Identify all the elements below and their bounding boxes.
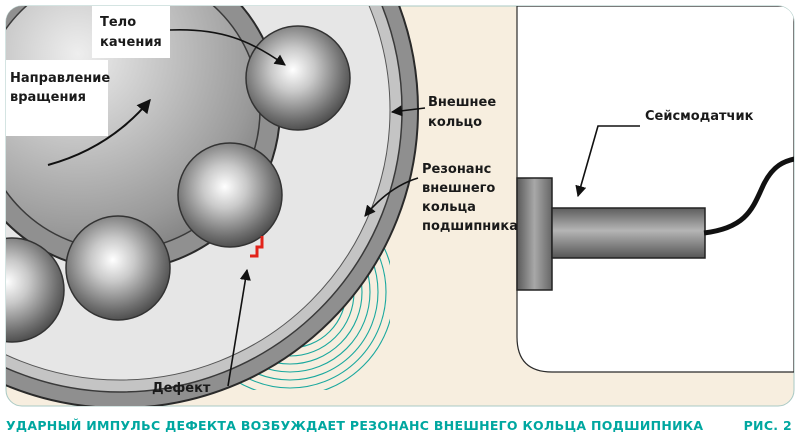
sensor-cable	[703, 155, 794, 236]
defect-mark	[250, 236, 264, 258]
seismic-sensor	[516, 155, 794, 291]
leader-sensor	[575, 125, 640, 198]
label-resonance: Резонанс внешнего кольца подшипника	[422, 162, 518, 234]
figure-number: РИС. 2	[744, 418, 792, 433]
leader-outer-ring	[390, 105, 426, 117]
label-defect: Дефект	[152, 381, 211, 396]
rotation-arrow	[47, 98, 151, 166]
sensor-panel	[516, 6, 794, 373]
rolling-ball	[245, 25, 351, 131]
label-outer-ring: Внешнее кольцо	[428, 95, 501, 130]
rolling-ball	[65, 215, 171, 321]
label-rotation-direction: Направление вращения	[10, 71, 115, 105]
leader-resonance	[364, 177, 419, 217]
label-sensor: Сейсмодатчик	[645, 109, 754, 124]
rolling-element-label-bg	[92, 6, 170, 58]
label-rolling-element: Тело качения	[100, 15, 162, 50]
rolling-ball	[177, 142, 283, 248]
rotation-label-bg	[6, 60, 108, 136]
figure-caption: УДАРНЫЙ ИМПУЛЬС ДЕФЕКТА ВОЗБУЖДАЕТ РЕЗОН…	[6, 418, 703, 433]
leader-defect	[227, 268, 251, 387]
leader-rolling-element	[169, 28, 286, 66]
rolling-ball	[6, 237, 65, 343]
